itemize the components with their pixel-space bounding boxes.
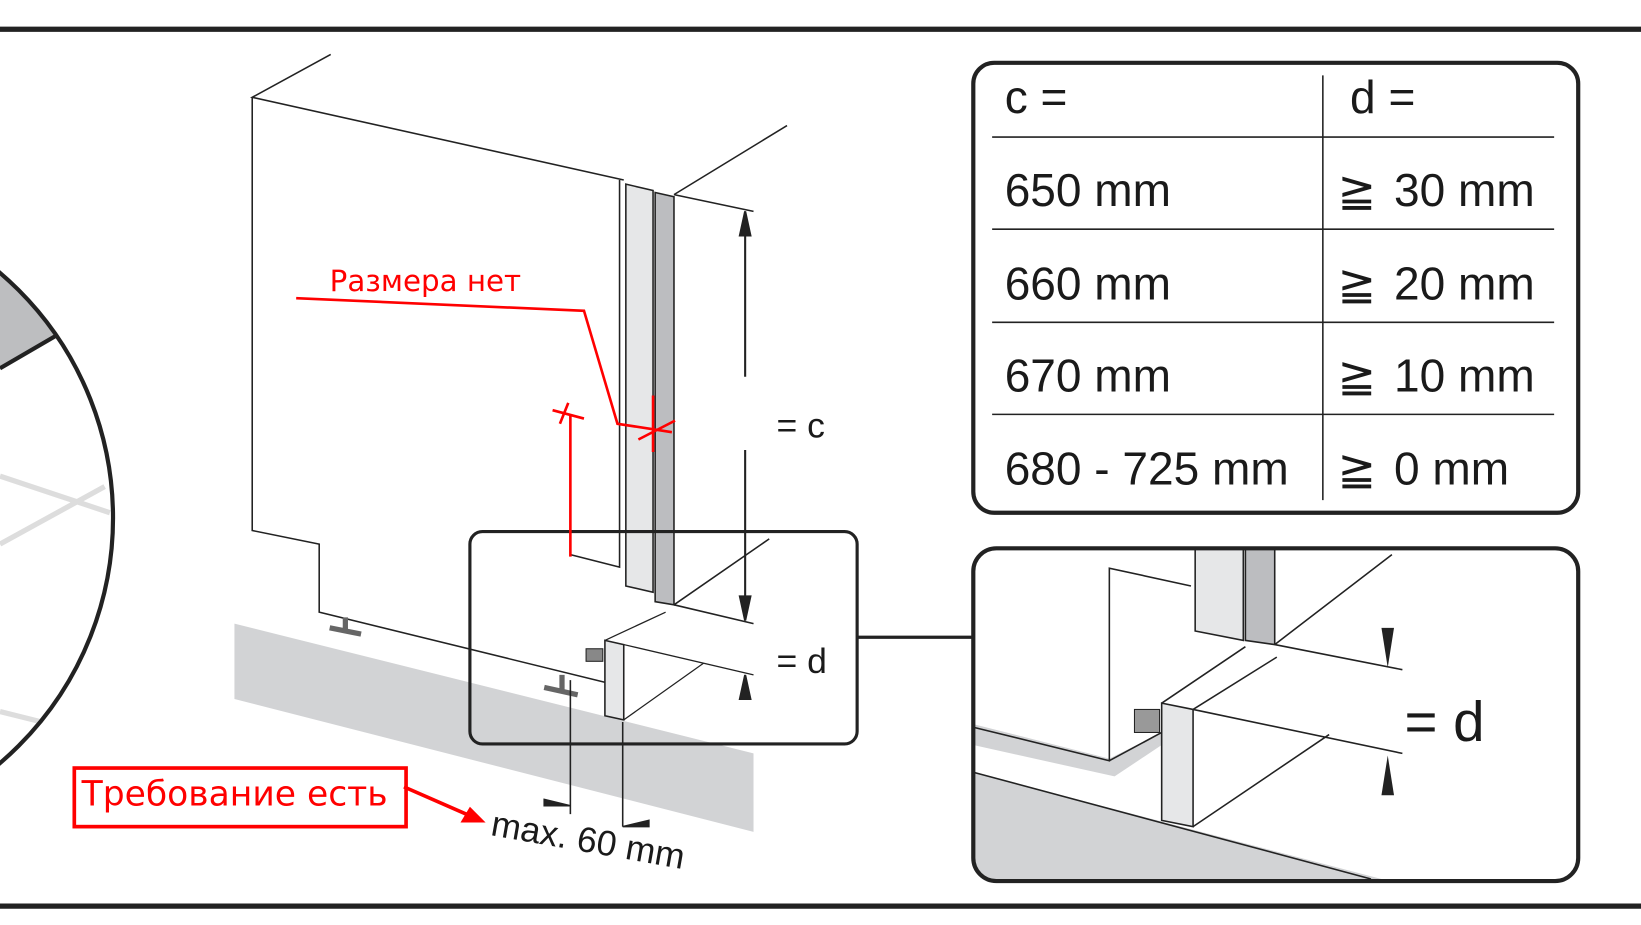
c-dimension-arrow — [738, 211, 752, 701]
foot — [329, 617, 362, 637]
table-cell-d: 0 mm — [1394, 442, 1509, 494]
table-cell-rel: ≧ — [1337, 164, 1376, 216]
table-cell-rel: ≧ — [1337, 349, 1376, 401]
table-header-c: c = — [1005, 71, 1068, 123]
floor — [234, 623, 754, 832]
table-cell-c: 660 mm — [1005, 257, 1171, 309]
side-panel — [625, 183, 654, 594]
plinth — [604, 639, 625, 721]
d-dimension-label: = d — [777, 641, 827, 681]
table-cell-rel: ≧ — [1337, 442, 1376, 494]
foot — [543, 674, 579, 698]
requirement-annotation: Требование есть — [72, 766, 486, 829]
gap-dimension — [543, 680, 650, 828]
d-dimension-detail-label: = d — [1404, 690, 1484, 753]
c-dimension-label: = c — [777, 405, 825, 445]
table-cell-d: 30 mm — [1394, 164, 1535, 216]
cabinet — [250, 53, 788, 687]
circle-detail — [0, 251, 116, 766]
dimension-table: c = d = 650 mm ≧ 30 mm 660 mm ≧ 20 mm 67… — [971, 60, 1581, 515]
requirement-label: Требование есть — [81, 775, 388, 815]
table-header-d: d = — [1350, 71, 1415, 123]
table-cell-d: 10 mm — [1394, 349, 1535, 401]
max-gap-label: max. 60 mm — [488, 804, 688, 877]
door-panel — [654, 191, 675, 606]
no-dimension-label: Размера нет — [330, 264, 521, 298]
table-cell-rel: ≧ — [1337, 257, 1376, 309]
enlarged-detail: = d — [971, 546, 1581, 884]
table-cell-c: 670 mm — [1005, 349, 1171, 401]
table-cell-c: 680 - 725 mm — [1005, 442, 1289, 494]
table-cell-d: 20 mm — [1394, 257, 1535, 309]
arrow-icon — [460, 806, 486, 823]
no-dimension-annotation: Размера нет — [296, 264, 676, 557]
table-cell-c: 650 mm — [1005, 164, 1171, 216]
